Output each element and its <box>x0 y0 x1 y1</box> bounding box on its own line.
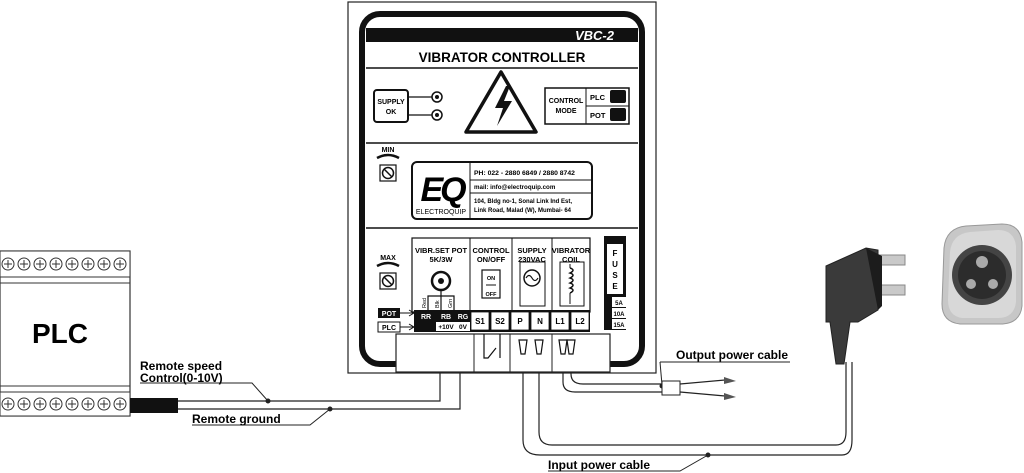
terminal-cell <box>570 311 590 331</box>
control-mode-label-2: MODE <box>556 108 577 115</box>
terminal-cell <box>550 311 570 331</box>
fuse-rating-5a: 5A <box>615 301 623 307</box>
terminal-cell <box>530 311 550 331</box>
input-cable-label: Input power cable <box>548 458 650 472</box>
brand-panel <box>411 161 593 220</box>
output-wire-tip <box>724 377 736 384</box>
fuse-rating-10a: 10A <box>613 312 625 318</box>
power-cables <box>522 352 853 456</box>
coil-icon <box>568 267 574 294</box>
controller-title: VIBRATOR CONTROLLER <box>419 50 586 65</box>
terminal-label-s2: S2 <box>495 317 505 326</box>
vibrator-section-label-2: COIL <box>562 255 580 264</box>
mode-plc-led <box>610 90 626 103</box>
plc-bottom-terminals <box>1 397 127 411</box>
brand-logo: EQ <box>420 171 466 209</box>
vibrator-controller: VBC-2 VIBRATOR CONTROLLER SUPPLY OK CONT… <box>347 1 657 374</box>
mode-pot-label: POT <box>590 111 606 120</box>
output-cable-label: Output power cable <box>676 348 788 362</box>
mode-pot-led <box>610 108 626 121</box>
brand-address-1: 104, Bldg no-1, Sonal Link Ind Est, <box>474 199 572 205</box>
svg-text:U: U <box>612 260 618 269</box>
svg-text:ON: ON <box>487 276 495 282</box>
terminal-rb: RB <box>441 314 451 321</box>
control-mode-label-1: CONTROL <box>549 98 584 105</box>
pot-section-label-1: VIBR.SET POT <box>415 246 468 255</box>
terminal-label-p: P <box>517 317 523 326</box>
control-section-label-2: ON/OFF <box>477 255 506 264</box>
terminal-cell <box>510 311 530 331</box>
vibrator-section-label-1: VIBRATOR <box>552 246 591 255</box>
terminal-label-n: N <box>537 317 543 326</box>
plc-signal-cable <box>130 398 178 413</box>
control-section-label-1: CONTROL <box>472 246 509 255</box>
svg-text:S: S <box>612 271 618 280</box>
svg-text:OFF: OFF <box>486 292 498 298</box>
terminal-0v: 0V <box>459 324 468 331</box>
terminal-cell <box>470 311 490 331</box>
s1-s2-link <box>483 334 501 359</box>
brand-name: ELECTROQUIP <box>416 209 467 216</box>
terminal-housing <box>395 333 611 373</box>
model-label: VBC-2 <box>575 28 615 43</box>
pot-input-tag: POT <box>382 311 397 318</box>
remote-speed-label-1: Remote speed <box>140 359 222 373</box>
plc-module: PLC <box>0 250 131 417</box>
plc-label: PLC <box>32 318 88 349</box>
svg-text:F: F <box>613 249 618 258</box>
plc-top-terminals <box>1 257 127 271</box>
brand-phone: PH: 022 - 2880 6849 / 2880 8742 <box>474 170 575 177</box>
supply-ok-label-1: SUPPLY <box>377 99 405 106</box>
supply-section-label-2: 230VAC <box>518 255 546 264</box>
plc-input-tag: PLC <box>382 325 396 332</box>
fuse-rating-15a: 15A <box>613 323 625 329</box>
brand-mail: mail: info@electroquip.com <box>474 184 556 191</box>
terminal-rr: RR <box>421 314 431 321</box>
terminal-rg: RG <box>458 314 469 321</box>
svg-text:Grn: Grn <box>448 299 454 308</box>
brand-address-2: Link Road, Malad (W), Mumbai- 64 <box>474 208 572 214</box>
remote-ground-label: Remote ground <box>192 412 281 426</box>
svg-text:Blk: Blk <box>435 300 441 308</box>
terminal-label-s1: S1 <box>475 317 485 326</box>
max-label: MAX <box>380 255 396 262</box>
supply-section-label-1: SUPPLY <box>517 246 546 255</box>
terminal-cell <box>490 311 510 331</box>
min-label: MIN <box>382 147 395 154</box>
pot-section-label-2: 5K/3W <box>430 255 454 264</box>
remote-speed-label-2: Control(0-10V) <box>140 371 223 385</box>
on-off-switch-icon <box>481 269 501 299</box>
wall-socket <box>941 223 1023 325</box>
terminal-label-l2: L2 <box>575 317 585 326</box>
svg-text:Red: Red <box>422 298 428 308</box>
terminal-label-l1: L1 <box>555 317 565 326</box>
terminal-10v: +10V <box>438 324 454 331</box>
mode-plc-label: PLC <box>590 93 606 102</box>
output-wire-tip <box>724 393 736 400</box>
supply-ok-label-2: OK <box>386 109 397 116</box>
mains-plug <box>825 247 906 365</box>
svg-text:E: E <box>612 282 618 291</box>
